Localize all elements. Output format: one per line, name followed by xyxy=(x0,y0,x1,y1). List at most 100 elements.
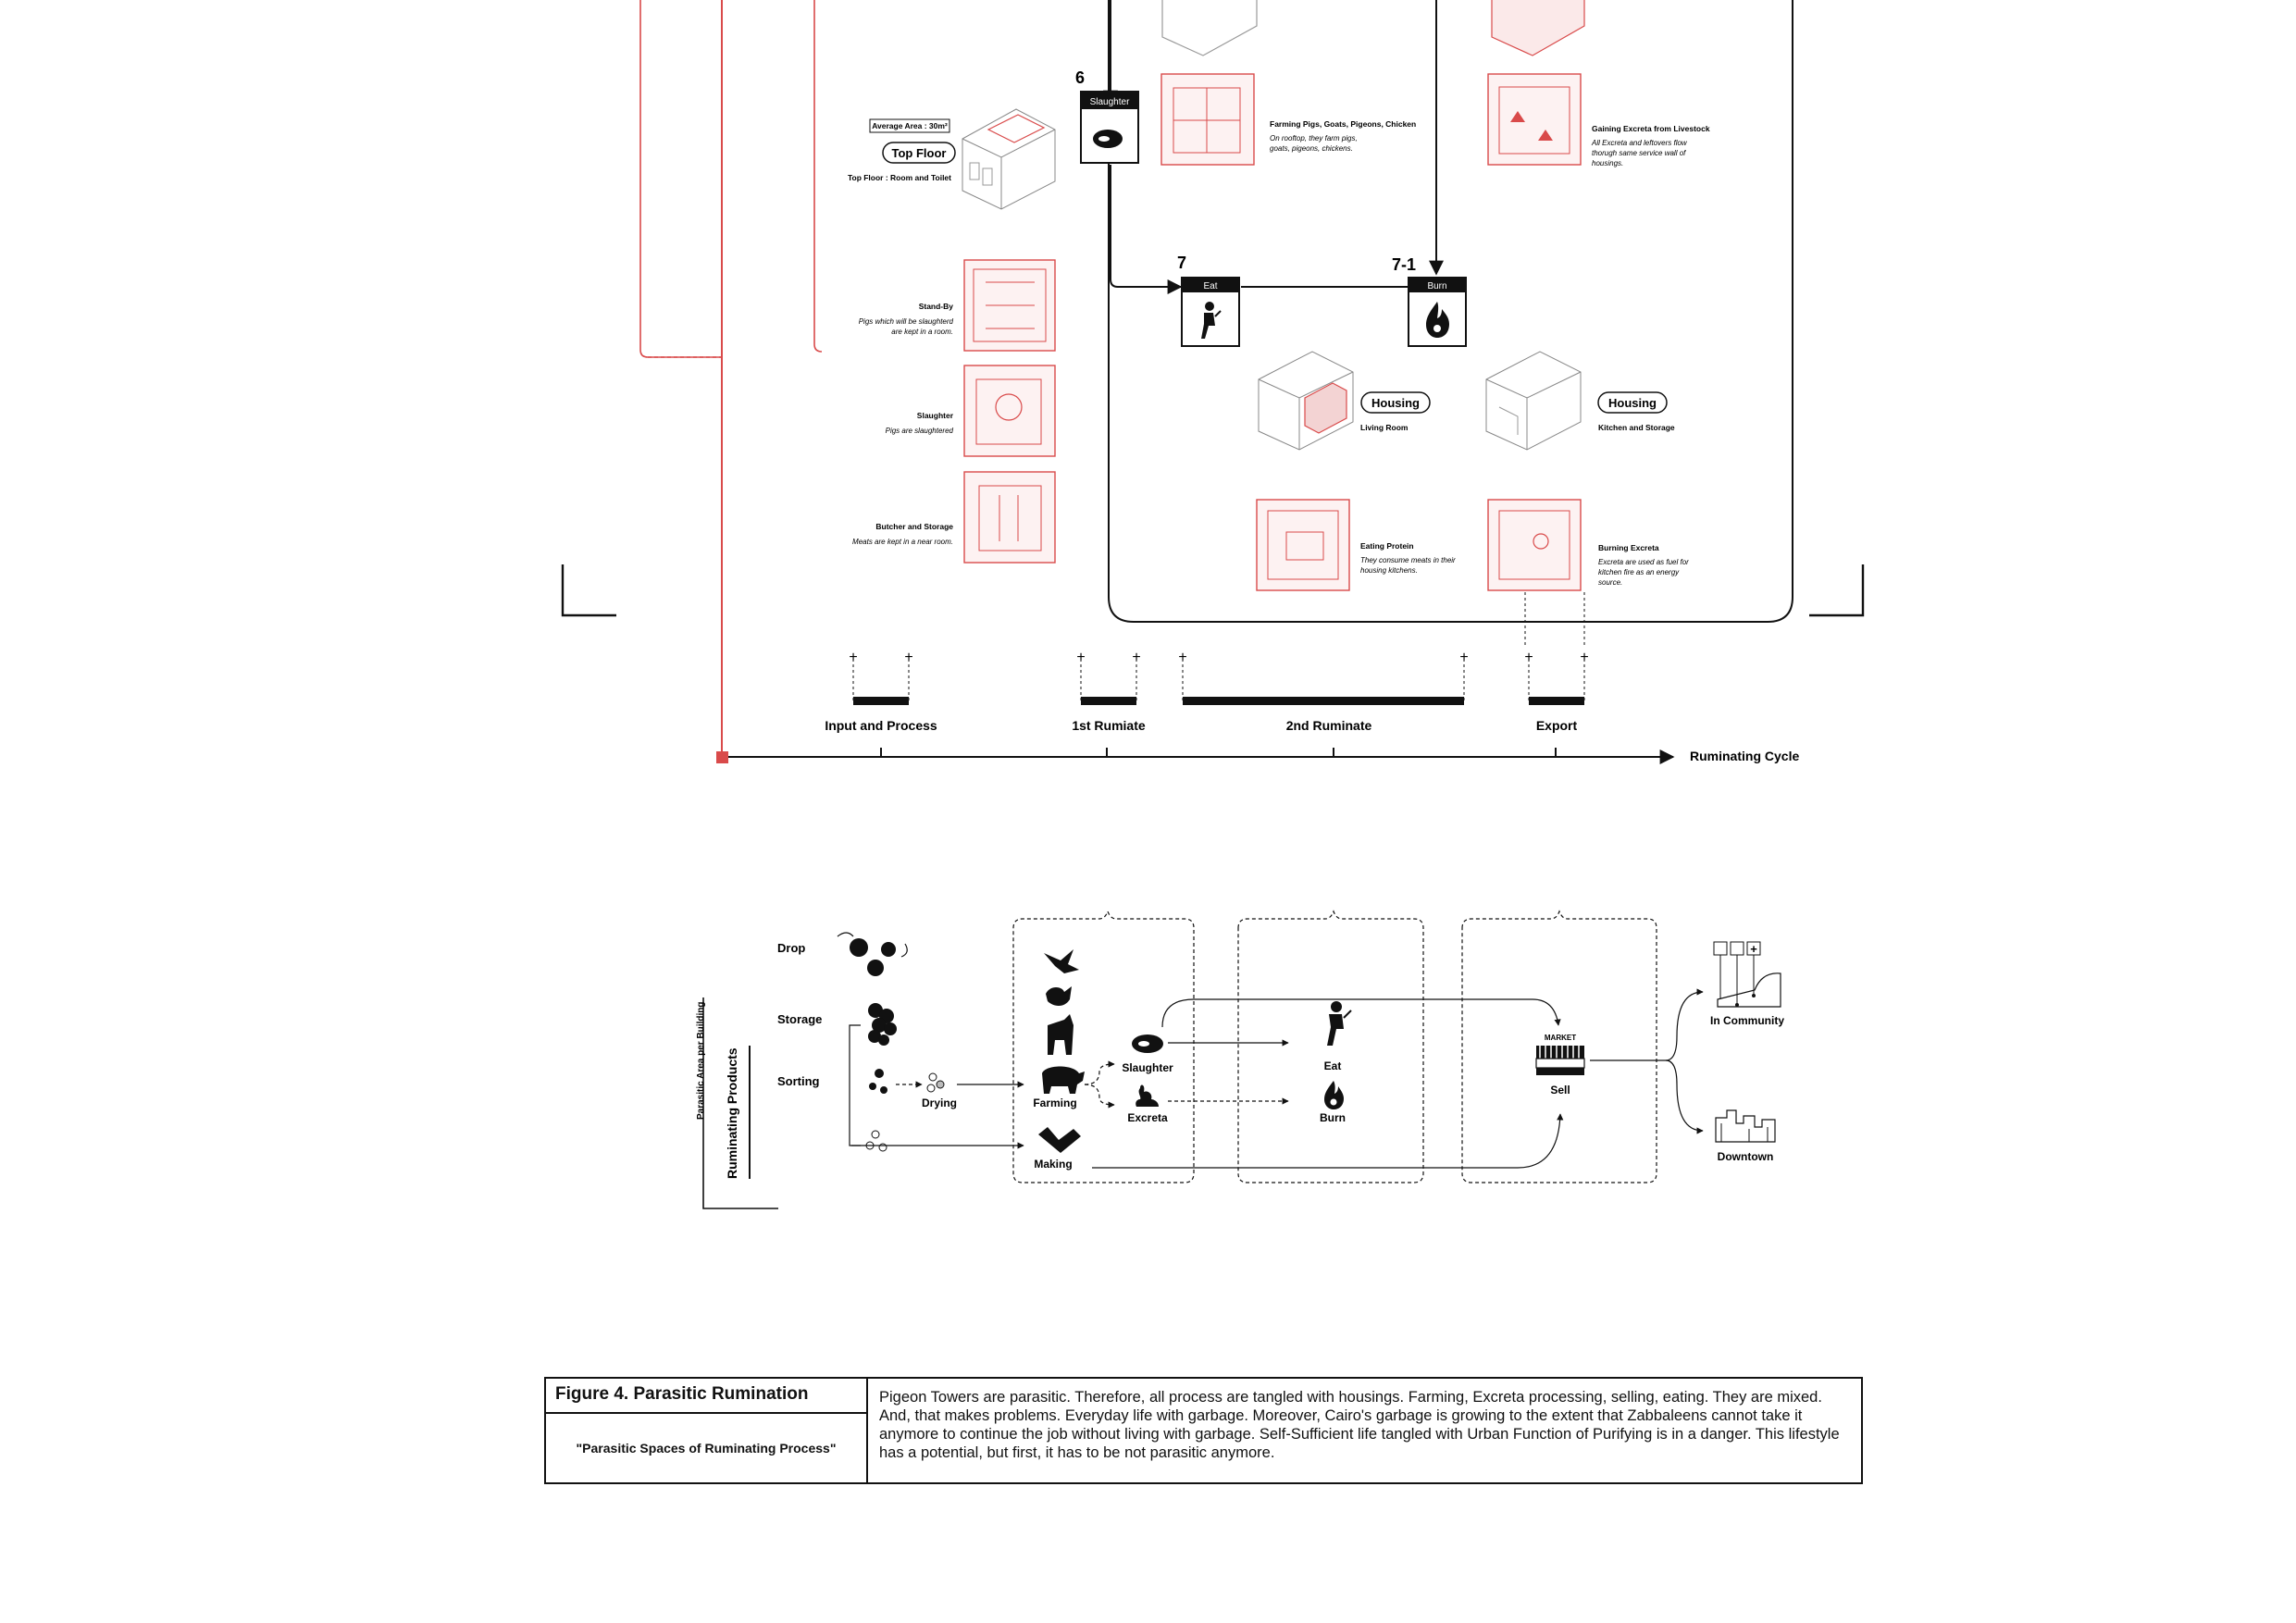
svg-text:Slaughter: Slaughter xyxy=(917,411,954,420)
hollow-dots-icon xyxy=(865,1130,887,1152)
svg-text:MARKET: MARKET xyxy=(1545,1034,1576,1042)
svg-text:On rooftop, they farm pigs,: On rooftop, they farm pigs, xyxy=(1270,134,1358,142)
downtown-label: Downtown xyxy=(1718,1150,1774,1163)
axis-label: Ruminating Cycle xyxy=(1690,749,1799,763)
sorting-dots-icon xyxy=(869,1069,887,1094)
svg-text:housing kitchens.: housing kitchens. xyxy=(1360,566,1418,575)
pig-icon xyxy=(1042,1066,1085,1094)
phase-label: Export xyxy=(1536,718,1578,733)
zone-2 xyxy=(1237,910,1424,1183)
svg-text:+: + xyxy=(1750,942,1757,956)
stage-storage: Storage xyxy=(777,1012,822,1026)
corner-bracket-right xyxy=(1809,564,1865,617)
phase-2nd-ruminate: + + 2nd Ruminate xyxy=(1178,650,1468,733)
phase-label: 1st Rumiate xyxy=(1072,718,1146,733)
svg-text:+: + xyxy=(904,650,912,665)
stage-sorting: Sorting xyxy=(777,1074,820,1088)
svg-text:Excreta are used as fuel for: Excreta are used as fuel for xyxy=(1598,558,1689,566)
housing-living-room: Housing Living Room xyxy=(1258,351,1431,451)
svg-text:Meats are kept in a near room.: Meats are kept in a near room. xyxy=(852,538,953,546)
phase-input-and-process: + + Input and Process xyxy=(825,650,937,733)
svg-text:housings.: housings. xyxy=(1592,159,1623,167)
svg-text:Living Room: Living Room xyxy=(1360,423,1409,432)
burn-label: Burn xyxy=(1320,1111,1346,1124)
housing-kitchen: Housing Kitchen and Storage xyxy=(1485,351,1675,451)
svg-text:+: + xyxy=(849,650,857,665)
top-floor-desc: Top Floor : Room and Toilet xyxy=(848,173,951,182)
phase-label: Input and Process xyxy=(825,718,937,733)
corner-bracket-left xyxy=(561,564,616,617)
figure-description: Pigeon Towers are parasitic. Therefore, … xyxy=(879,1389,1840,1461)
step-label: Burn xyxy=(1427,281,1446,291)
step-7-eat: 7 Eat xyxy=(1177,254,1240,347)
svg-text:+: + xyxy=(1132,650,1140,665)
svg-text:Pigs are slaughtered: Pigs are slaughtered xyxy=(886,427,954,435)
red-room-butcher: Butcher and Storage Meats are kept in a … xyxy=(852,471,1056,564)
stage-drop: Drop xyxy=(777,941,805,955)
chicken-icon xyxy=(1046,986,1072,1006)
goat-icon xyxy=(1048,1014,1074,1055)
community-label: In Community xyxy=(1710,1014,1784,1027)
svg-text:Housing: Housing xyxy=(1371,396,1420,410)
svg-text:thorugh same service wall of: thorugh same service wall of xyxy=(1592,149,1686,157)
svg-text:+: + xyxy=(1459,650,1468,665)
svg-text:kitchen fire as an energy: kitchen fire as an energy xyxy=(1598,568,1680,576)
axon-housing-top-2 xyxy=(1491,0,1585,56)
svg-text:Kitchen and Storage: Kitchen and Storage xyxy=(1598,423,1675,432)
svg-text:Housing: Housing xyxy=(1608,396,1657,410)
red-timeline-lines xyxy=(639,0,823,763)
farming-image: Farming Pigs, Goats, Pigeons, Chicken On… xyxy=(1160,73,1416,166)
step-6-slaughter: 6 Slaughter xyxy=(1075,68,1139,164)
red-room-slaughter: Slaughter Pigs are slaughtered xyxy=(886,365,1056,457)
phase-1st-rumiate: + + 1st Rumiate xyxy=(1072,650,1146,733)
fire-icon xyxy=(1426,302,1449,338)
svg-text:Burning Excreta: Burning Excreta xyxy=(1598,543,1659,552)
side-label: Parasitic Area per Building xyxy=(696,1002,706,1120)
sell-label: Sell xyxy=(1550,1084,1570,1096)
timeline-origin-marker xyxy=(716,751,728,763)
burning-image: Burning Excreta Excreta are used as fuel… xyxy=(1487,499,1689,648)
market-icon: MARKET xyxy=(1535,1034,1585,1075)
svg-text:Butcher and Storage: Butcher and Storage xyxy=(875,522,953,531)
axon-top-floor xyxy=(962,108,1056,210)
pigeon-icon xyxy=(1044,949,1079,973)
drying-label: Drying xyxy=(922,1096,957,1109)
step-number: 7-1 xyxy=(1392,255,1416,274)
svg-text:+: + xyxy=(1076,650,1085,665)
svg-text:Gaining Excreta from Livestock: Gaining Excreta from Livestock xyxy=(1592,124,1710,133)
svg-text:Stand-By: Stand-By xyxy=(919,302,954,311)
main-label: Ruminating Products xyxy=(725,1047,739,1179)
svg-text:Eating Protein: Eating Protein xyxy=(1360,541,1414,551)
svg-text:are kept in a room.: are kept in a room. xyxy=(891,328,953,336)
step-label: Slaughter xyxy=(1090,97,1130,107)
step-number: 6 xyxy=(1075,68,1085,87)
eat-label: Eat xyxy=(1324,1059,1342,1072)
svg-text:+: + xyxy=(1524,650,1533,665)
excreta-icon xyxy=(1136,1084,1159,1107)
caption-left: Figure 4. Parasitic Rumination "Parasiti… xyxy=(546,1379,868,1482)
step-7-1-burn: 7-1 Burn xyxy=(1392,255,1467,347)
drop-dots-icon xyxy=(837,932,908,976)
area-label: Average Area : 30m² xyxy=(872,121,948,130)
top-floor-tag: Top Floor xyxy=(892,146,947,160)
eating-image: Eating Protein They consume meats in the… xyxy=(1256,499,1456,591)
step-number: 7 xyxy=(1177,254,1186,272)
community-icon: + xyxy=(1713,941,1781,1008)
svg-text:All Excreta and leftovers flow: All Excreta and leftovers flow xyxy=(1591,139,1688,147)
phase-export: + + Export xyxy=(1524,650,1588,733)
svg-text:Pigs which will be slaughterd: Pigs which will be slaughterd xyxy=(859,317,954,326)
excreta-gain-image: Gaining Excreta from Livestock All Excre… xyxy=(1487,73,1710,167)
slaughter-label: Slaughter xyxy=(1122,1061,1173,1074)
zone-3 xyxy=(1461,910,1657,1183)
figure-caption-box: Figure 4. Parasitic Rumination "Parasiti… xyxy=(544,1377,1863,1484)
excreta-label: Excreta xyxy=(1127,1111,1168,1124)
person-eating-icon xyxy=(1327,1001,1352,1046)
storage-cluster-icon xyxy=(868,1003,897,1046)
svg-text:Farming Pigs, Goats, Pigeons,: Farming Pigs, Goats, Pigeons, Chicken xyxy=(1270,119,1416,129)
figure-title: Figure 4. Parasitic Rumination xyxy=(546,1379,866,1414)
red-room-stand-by: Stand-By Pigs which will be slaughterd a… xyxy=(859,259,1056,352)
axon-housing-top-1 xyxy=(1161,0,1258,56)
svg-text:+: + xyxy=(1178,650,1186,665)
step-label: Eat xyxy=(1203,281,1217,291)
